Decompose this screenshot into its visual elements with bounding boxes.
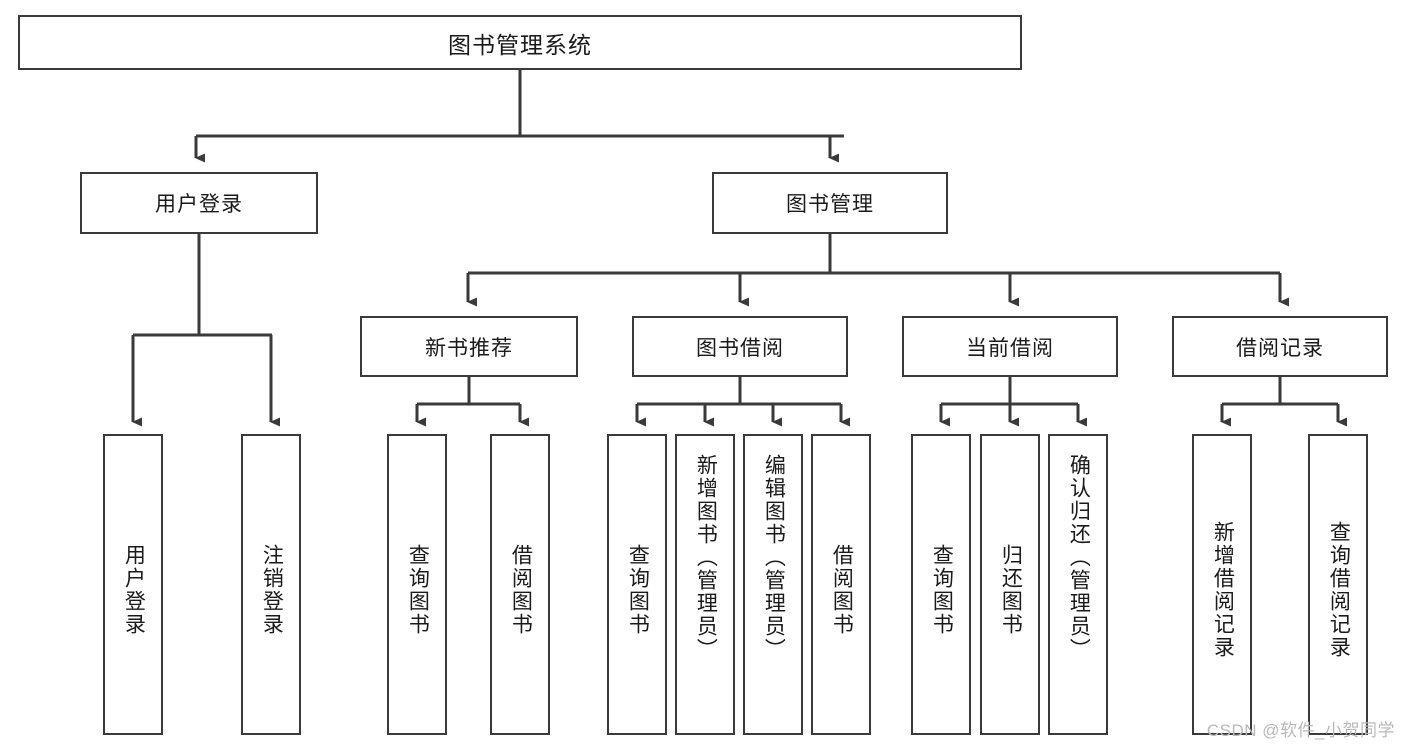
- leaf-add-book-admin[interactable]: 新增图书（管理员）: [675, 434, 735, 735]
- leaf-query-book-recommend[interactable]: 查询图书: [387, 434, 447, 735]
- node-user-login[interactable]: 用户登录: [80, 172, 318, 234]
- leaf-inner: 新增借阅记录: [1194, 446, 1250, 733]
- leaf-inner: 查询借阅记录: [1310, 446, 1366, 733]
- node-label: 借阅图书: [830, 543, 854, 636]
- leaf-user-login[interactable]: 用户登录: [103, 434, 163, 735]
- node-book-management[interactable]: 图书管理: [712, 172, 948, 234]
- leaf-query-book-borrow[interactable]: 查询图书: [607, 434, 667, 735]
- leaf-inner: 新增图书（管理员）: [677, 446, 733, 733]
- node-label: 查询借阅记录: [1327, 520, 1351, 659]
- node-label: 查询图书: [406, 543, 430, 636]
- node-label: 图书借阅: [696, 336, 784, 360]
- node-label: 确认归还（管理员）: [1067, 454, 1091, 661]
- node-label: 新增图书（管理员）: [694, 454, 718, 661]
- node-label: 新增借阅记录: [1211, 520, 1235, 659]
- node-label: 借阅记录: [1236, 336, 1324, 360]
- node-label: 图书管理: [786, 193, 874, 216]
- node-label: 用户登录: [122, 543, 146, 636]
- node-label: 注销登录: [260, 543, 284, 636]
- node-label: 编辑图书（管理员）: [762, 454, 786, 661]
- leaf-inner: 确认归还（管理员）: [1050, 446, 1106, 733]
- leaf-inner: 查询图书: [609, 446, 665, 733]
- leaf-borrow-book[interactable]: 借阅图书: [811, 434, 871, 735]
- node-label: 查询图书: [930, 543, 954, 636]
- leaf-inner: 借阅图书: [813, 446, 869, 733]
- leaf-inner: 借阅图书: [492, 446, 548, 733]
- node-label: 归还图书: [999, 543, 1023, 636]
- leaf-inner: 用户登录: [105, 446, 161, 733]
- leaf-add-borrow-record[interactable]: 新增借阅记录: [1192, 434, 1252, 735]
- leaf-logout-login[interactable]: 注销登录: [241, 434, 301, 735]
- leaf-inner: 注销登录: [243, 446, 299, 733]
- node-label: 借阅图书: [509, 543, 533, 636]
- node-label: 图书管理系统: [448, 31, 592, 58]
- leaf-inner: 查询图书: [913, 446, 969, 733]
- node-label: 查询图书: [626, 543, 650, 636]
- node-borrow-record[interactable]: 借阅记录: [1172, 316, 1388, 377]
- csdn-watermark: CSDN @软件_小贺同学: [1206, 721, 1395, 740]
- leaf-query-borrow-record[interactable]: 查询借阅记录: [1308, 434, 1368, 735]
- node-book-borrow[interactable]: 图书借阅: [632, 316, 848, 377]
- node-current-borrow[interactable]: 当前借阅: [902, 316, 1118, 377]
- leaf-inner: 归还图书: [982, 446, 1038, 733]
- node-label: 用户登录: [155, 193, 243, 216]
- node-label: 新书推荐: [425, 336, 513, 360]
- leaf-edit-book-admin[interactable]: 编辑图书（管理员）: [743, 434, 803, 735]
- leaf-confirm-return-admin[interactable]: 确认归还（管理员）: [1048, 434, 1108, 735]
- leaf-inner: 查询图书: [389, 446, 445, 733]
- node-label: 当前借阅: [966, 336, 1054, 360]
- leaf-return-book[interactable]: 归还图书: [980, 434, 1040, 735]
- leaf-query-book-current[interactable]: 查询图书: [911, 434, 971, 735]
- leaf-inner: 编辑图书（管理员）: [745, 446, 801, 733]
- node-root-system[interactable]: 图书管理系统: [18, 15, 1022, 70]
- leaf-borrow-book-recommend[interactable]: 借阅图书: [490, 434, 550, 735]
- node-new-book-recommend[interactable]: 新书推荐: [360, 316, 578, 377]
